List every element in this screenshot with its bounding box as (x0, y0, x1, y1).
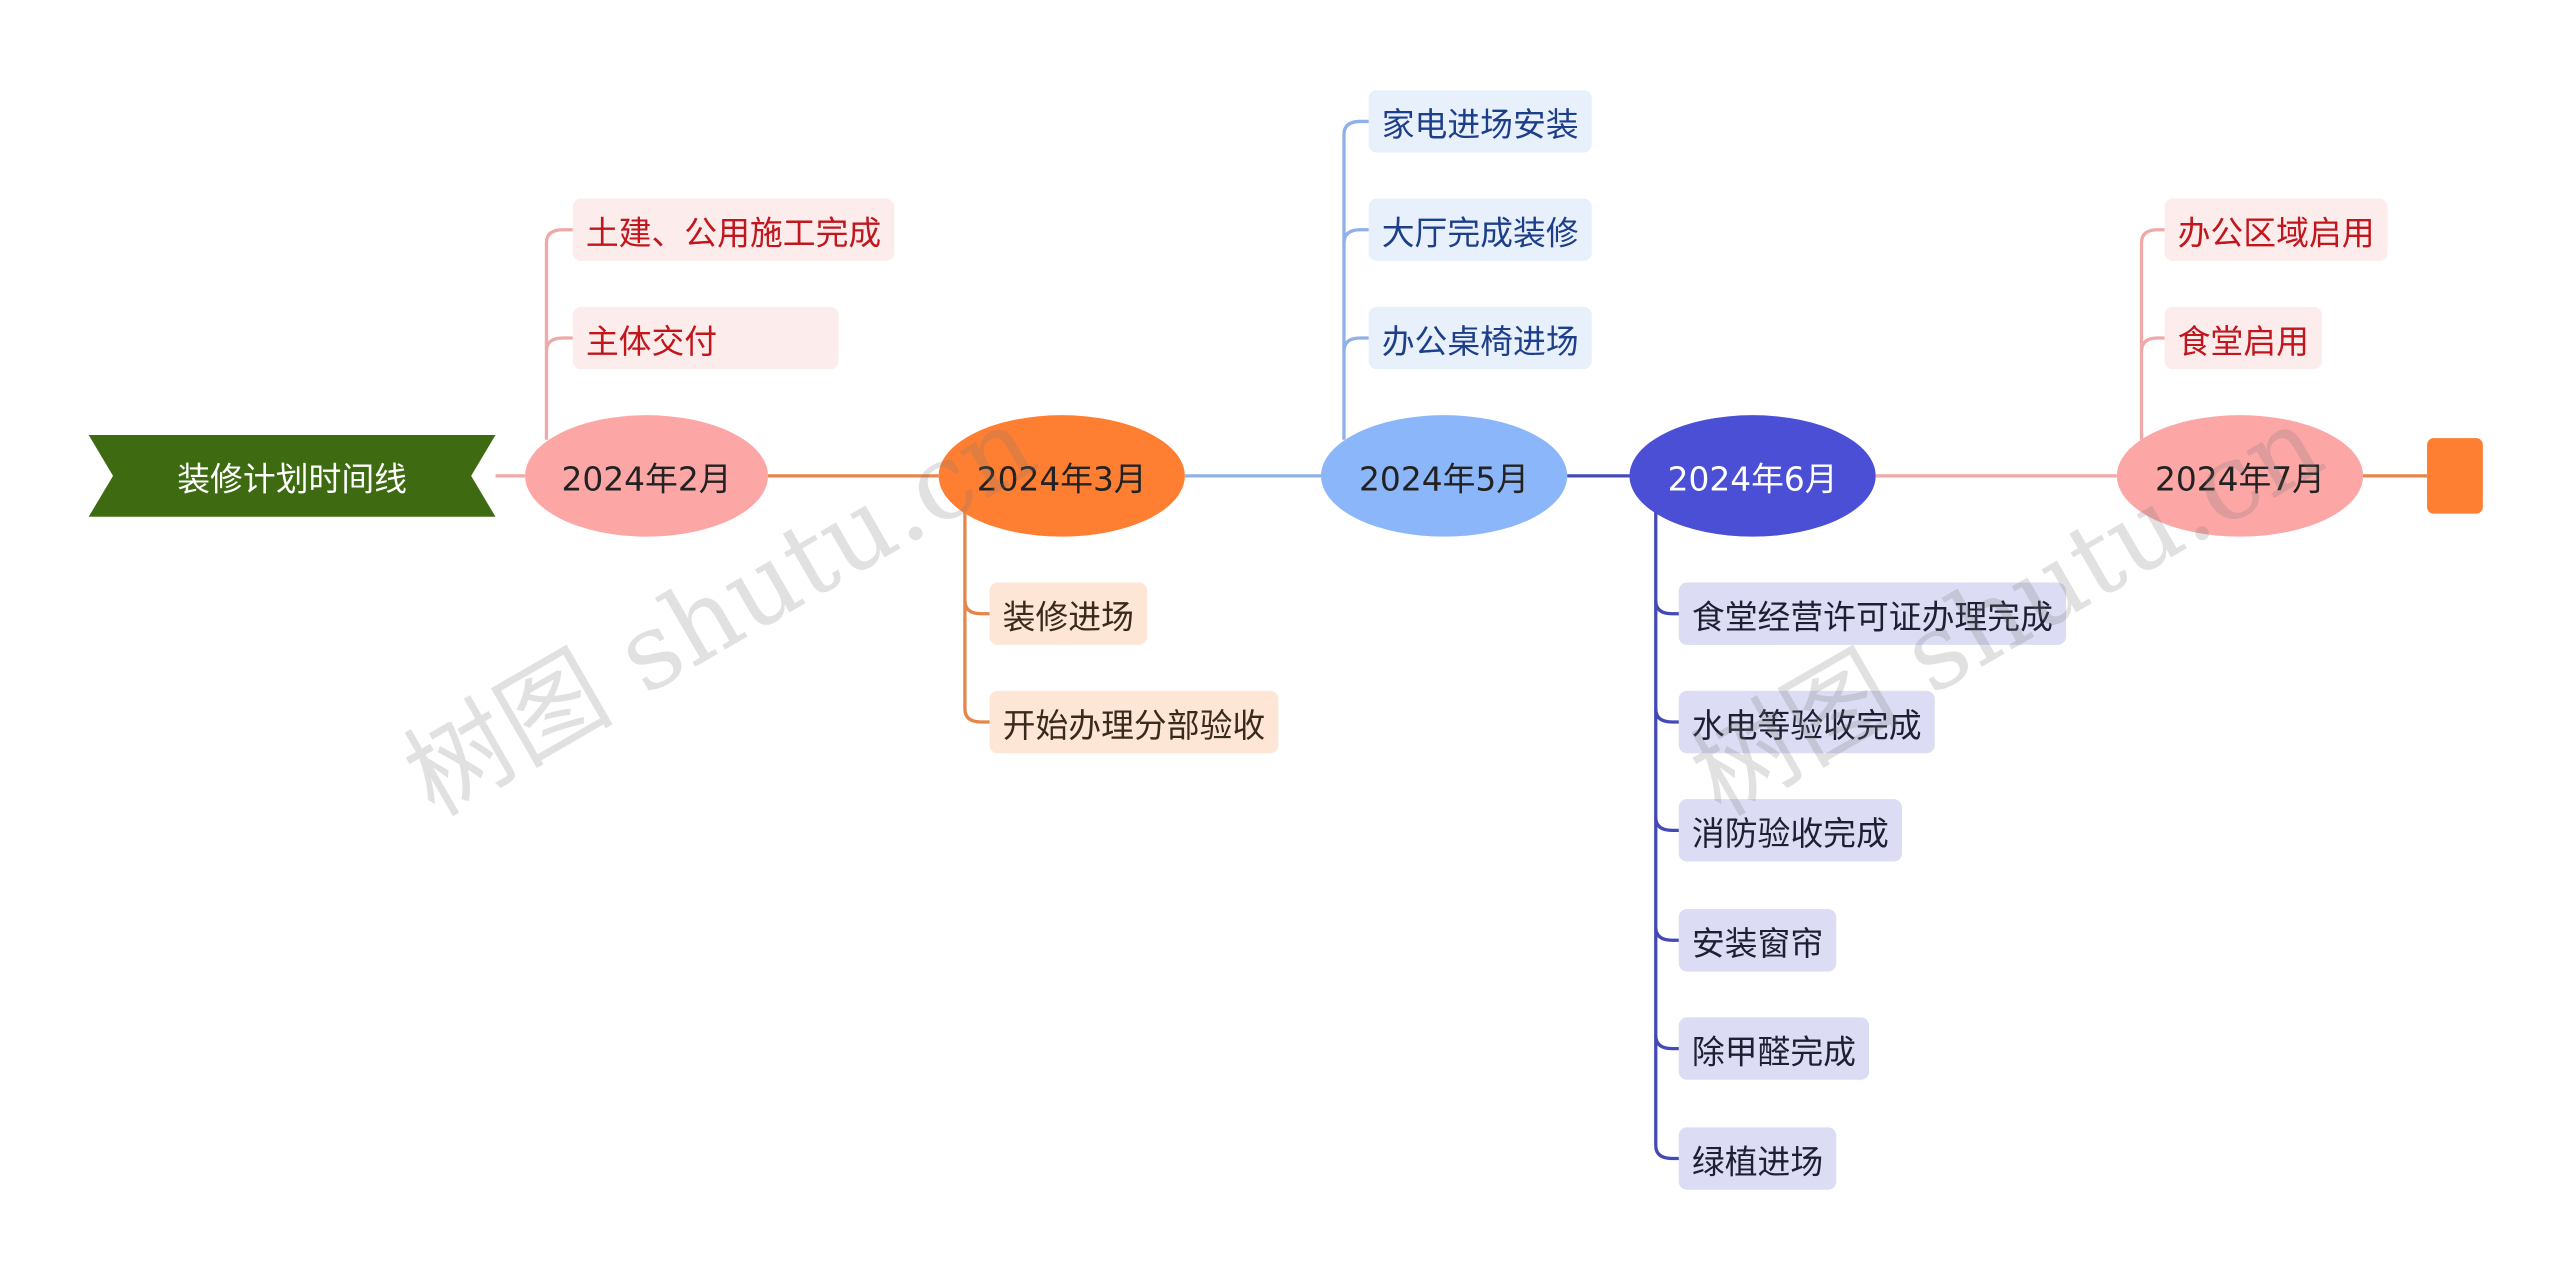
task-label: 消防验收完成 (1691, 813, 1889, 853)
task-node[interactable]: 绿植进场 (1678, 1127, 1837, 1190)
task-label: 食堂经营许可证办理完成 (1691, 596, 2053, 636)
branch-line (963, 600, 992, 616)
milestone-label: 2024年3月 (976, 458, 1147, 499)
task-node[interactable]: 除甲醛完成 (1678, 1017, 1870, 1080)
milestone-2024-02[interactable]: 2024年2月 (525, 415, 768, 537)
branch-line (1342, 228, 1371, 243)
task-label: 除甲醛完成 (1691, 1031, 1856, 1071)
task-label: 主体交付 (585, 320, 718, 361)
branch-line (1654, 511, 1681, 1161)
task-label: 绿植进场 (1691, 1141, 1824, 1181)
task-node[interactable]: 食堂启用 (2164, 306, 2323, 370)
milestone-2024-06[interactable]: 2024年6月 (1629, 415, 1876, 537)
milestone-label: 2024年5月 (1359, 458, 1530, 499)
task-label: 办公桌椅进场 (1381, 320, 1579, 361)
task-label: 办公区域启用 (2177, 212, 2375, 252)
milestone-label: 2024年6月 (1667, 458, 1838, 499)
branch-line (1654, 708, 1681, 724)
task-node[interactable]: 办公桌椅进场 (1368, 306, 1592, 370)
task-node[interactable]: 开始办理分部验收 (989, 690, 1279, 754)
milestone-label: 2024年2月 (561, 458, 732, 499)
task-node[interactable]: 安装窗帘 (1678, 909, 1837, 972)
task-label: 安装窗帘 (1691, 923, 1824, 963)
branch-line (2139, 228, 2167, 440)
task-node[interactable]: 主体交付 (572, 306, 839, 370)
task-node[interactable]: 消防验收完成 (1678, 799, 1902, 862)
task-node[interactable]: 家电进场安装 (1368, 90, 1592, 153)
milestone-2024-07[interactable]: 2024年7月 (2116, 415, 2364, 537)
task-node[interactable]: 土建、公用施工完成 (572, 198, 895, 261)
task-label: 大厅完成装修 (1381, 212, 1579, 252)
task-label: 食堂启用 (2177, 320, 2309, 361)
milestone-label: 2024年7月 (2154, 458, 2325, 499)
branch-line (544, 336, 575, 352)
branch-line (1654, 817, 1681, 832)
task-node[interactable]: 装修进场 (989, 582, 1148, 645)
branch-line (1654, 1035, 1681, 1051)
branch-line (1654, 927, 1681, 942)
task-label: 家电进场安装 (1381, 104, 1579, 144)
branch-line (1342, 119, 1371, 440)
task-node[interactable]: 食堂经营许可证办理完成 (1678, 582, 2067, 645)
branch-line (544, 228, 575, 440)
branch-line (1654, 600, 1681, 616)
timeline-end-node[interactable] (2427, 438, 2483, 514)
task-label: 装修进场 (1002, 596, 1134, 636)
task-node[interactable]: 水电等验收完成 (1678, 690, 1935, 754)
task-node[interactable]: 大厅完成装修 (1368, 198, 1592, 261)
task-node[interactable]: 办公区域启用 (2164, 198, 2388, 261)
branch-line (1342, 336, 1371, 352)
milestone-2024-05[interactable]: 2024年5月 (1321, 415, 1568, 537)
root-topic-label: 装修计划时间线 (177, 458, 407, 499)
branch-line (963, 511, 992, 724)
task-label: 土建、公用施工完成 (585, 212, 882, 252)
task-label: 开始办理分部验收 (1002, 704, 1266, 745)
task-label: 水电等验收完成 (1691, 704, 1922, 745)
root-topic[interactable]: 装修计划时间线 (88, 434, 496, 517)
milestone-2024-03[interactable]: 2024年3月 (938, 415, 1185, 537)
branch-line (2139, 336, 2167, 352)
